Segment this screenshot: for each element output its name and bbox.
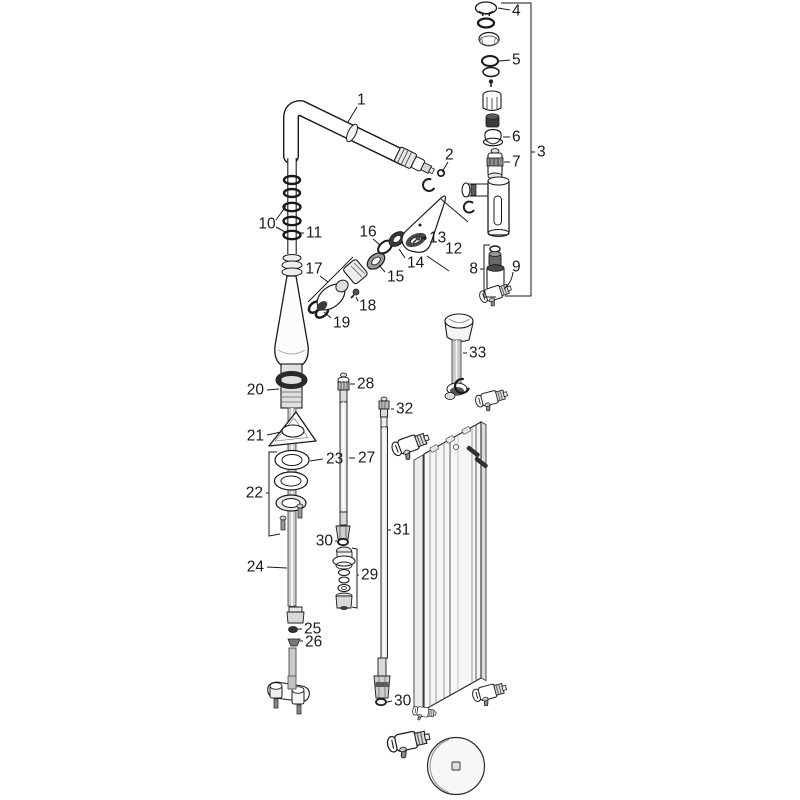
- part-label-25: 25: [304, 621, 321, 638]
- cartridge-stack: [476, 17, 502, 128]
- part-18-screw: [350, 288, 360, 299]
- part-label-27: 27: [358, 450, 375, 467]
- part-22-fastening-set: [273, 471, 309, 531]
- part-label-33: 33: [469, 345, 486, 362]
- part-20-shank: [275, 363, 308, 409]
- part-31-hose: [373, 426, 391, 699]
- part-15-ring: [366, 252, 386, 270]
- part-30-seal-upper: [337, 537, 349, 547]
- part-label-2: 2: [445, 147, 454, 164]
- part-17-diverter: [316, 259, 368, 311]
- part-4-handle-cap: [474, 1, 498, 17]
- leader-lines: [266, 2, 535, 703]
- faucet-head-body: [461, 176, 510, 237]
- part-10-11-hose-rings: [282, 158, 302, 254]
- plate-clamp-bottom-right: [470, 680, 510, 710]
- part-label-6: 6: [512, 129, 521, 146]
- part-label-1: 1: [357, 92, 366, 109]
- part-label-30-upper: 30: [316, 533, 334, 550]
- spout-coupler: [394, 146, 435, 175]
- part-29-fitting-set: [332, 546, 356, 610]
- part-label-11: 11: [306, 225, 322, 242]
- part-13-set-screw: [412, 235, 421, 244]
- part-label-32: 32: [396, 401, 413, 418]
- part-label-3: 3: [537, 144, 546, 161]
- part-21-stabilizer: [268, 411, 317, 447]
- plate-bottom-clip: [411, 705, 437, 723]
- part-30-seal-lower: [375, 697, 387, 707]
- part-label-10: 10: [258, 216, 276, 233]
- faucet-body: [274, 254, 309, 366]
- part-label-30-lower: 30: [394, 693, 412, 710]
- part-label-16: 16: [359, 224, 376, 241]
- part-5-oring: [481, 55, 499, 67]
- part-label-22: 22: [246, 485, 263, 502]
- part-6-cartridge-dome: [482, 128, 504, 147]
- part-label-24: 24: [247, 559, 265, 576]
- part-26-seal: [287, 638, 301, 647]
- part-33-hose-guide: [444, 313, 474, 400]
- part-label-14: 14: [407, 255, 425, 272]
- part-label-18: 18: [359, 298, 376, 315]
- part-label-23: 23: [326, 451, 343, 468]
- part-28-hose-connector: [337, 372, 350, 403]
- part-8-check-valve: [486, 245, 505, 290]
- part-1-spout: [283, 100, 435, 175]
- part-label-21: 21: [247, 428, 264, 445]
- part-2-oring-and-clip: [422, 168, 446, 192]
- part-24-pullout-tube: [286, 407, 305, 679]
- part-label-29: 29: [361, 567, 378, 584]
- part-label-31: 31: [393, 522, 410, 539]
- mounting-plate: [413, 421, 487, 716]
- part-7-cartridge: [486, 148, 504, 180]
- part-label-4: 4: [512, 3, 521, 20]
- part-label-19: 19: [333, 315, 350, 332]
- part-label-17: 17: [305, 261, 322, 278]
- part-label-7: 7: [512, 154, 521, 171]
- part-label-20: 20: [247, 382, 265, 399]
- plate-screws: [466, 445, 488, 469]
- part-label-26: 26: [305, 634, 322, 651]
- part-25-seal: [288, 626, 298, 633]
- part-label-12: 12: [445, 241, 462, 258]
- tube-foot-stop: [267, 675, 310, 715]
- part-label-28: 28: [357, 376, 374, 393]
- part-label-8: 8: [469, 261, 478, 278]
- bottom-valve-fitting: [385, 727, 434, 762]
- part-23-washer: [274, 449, 310, 471]
- part-labels: 1 2 3 4 5 6 7 8 9 10 11 12 13 14 15 16 1…: [246, 3, 546, 710]
- part-32-hose-connector: [378, 396, 390, 428]
- part-14-ring: [388, 231, 406, 247]
- plate-clamp-top-right: [473, 387, 511, 415]
- retaining-clip: [454, 377, 470, 395]
- part-label-13: 13: [429, 230, 446, 247]
- part-label-9: 9: [512, 259, 521, 276]
- part-27-hose: [335, 401, 351, 540]
- hose-weight-disc: [426, 736, 486, 796]
- part-label-15: 15: [387, 269, 404, 286]
- part-label-5: 5: [512, 52, 521, 69]
